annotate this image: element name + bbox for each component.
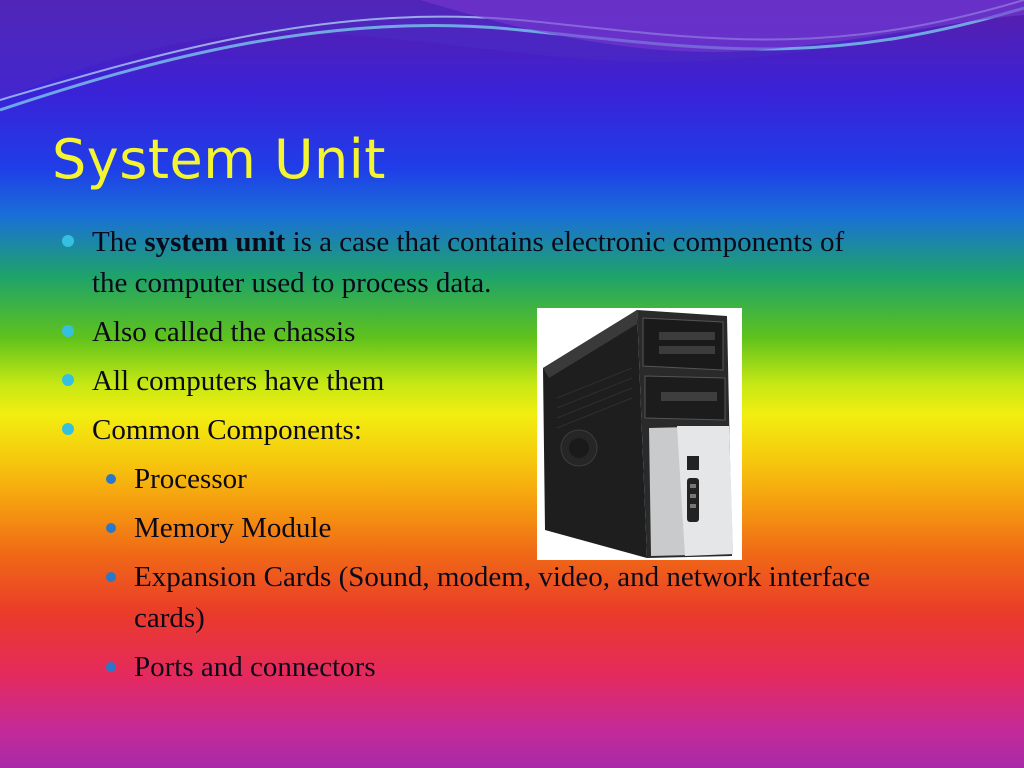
bullet-dot-icon <box>62 374 74 386</box>
sub-bullet-dot-icon <box>106 572 116 582</box>
bullet-text: Also called the chassis <box>92 316 356 348</box>
computer-tower-icon <box>537 308 742 560</box>
sub-bullet-text: Expansion Cards (Sound, modem, video, an… <box>134 561 871 634</box>
slide-body: The system unit is a case that contains … <box>62 222 942 696</box>
bullet-bold-term: system unit <box>144 226 286 258</box>
sub-bullet-list: Processor Memory Module Expansion Cards … <box>92 459 942 688</box>
list-item: The system unit is a case that contains … <box>62 222 852 304</box>
sub-list-item: Expansion Cards (Sound, modem, video, an… <box>106 557 942 639</box>
bullet-dot-icon <box>62 325 74 337</box>
sub-bullet-dot-icon <box>106 474 116 484</box>
sub-list-item: Ports and connectors <box>106 647 942 688</box>
bullet-list: The system unit is a case that contains … <box>62 222 942 688</box>
sub-list-item: Processor <box>106 459 942 500</box>
sub-bullet-text: Memory Module <box>134 512 332 544</box>
list-item: Also called the chassis <box>62 312 942 353</box>
sub-bullet-text: Processor <box>134 463 247 495</box>
sub-bullet-dot-icon <box>106 523 116 533</box>
bullet-text: The <box>92 226 145 258</box>
bullet-dot-icon <box>62 423 74 435</box>
bullet-dot-icon <box>62 235 74 247</box>
header-swoosh <box>0 0 1024 112</box>
list-item: Common Components: Processor Memory Modu… <box>62 410 942 688</box>
list-item: All computers have them <box>62 361 942 402</box>
sub-list-item: Memory Module <box>106 508 942 549</box>
bullet-text: All computers have them <box>92 365 385 397</box>
sub-bullet-text: Ports and connectors <box>134 651 376 683</box>
bullet-text: is a case that contains electronic compo… <box>92 226 845 299</box>
sub-bullet-dot-icon <box>106 662 116 672</box>
slide-title: System Unit <box>52 128 386 191</box>
bullet-text: Common Components: <box>92 414 362 446</box>
